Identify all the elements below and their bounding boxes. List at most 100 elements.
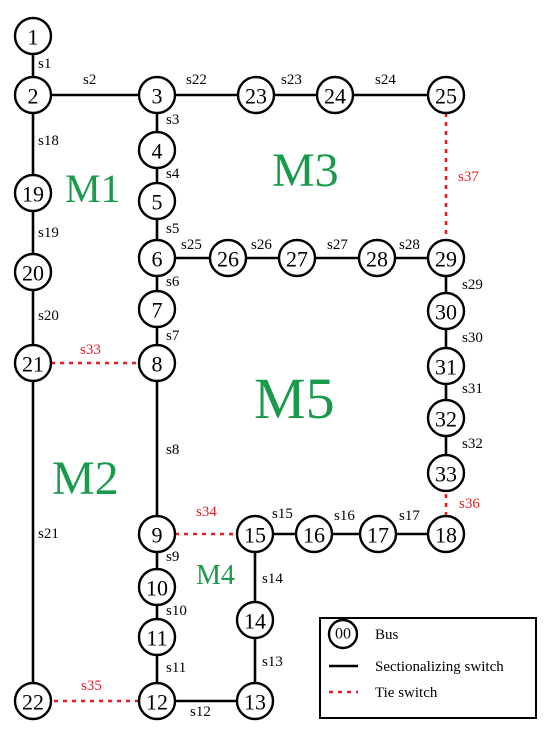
- bus-node-8: 8: [137, 343, 177, 383]
- bus-label: 17: [367, 523, 389, 548]
- bus-label: 30: [435, 300, 457, 325]
- bus-label: 32: [435, 407, 457, 432]
- switch-label-s17: s17: [399, 508, 420, 524]
- bus-circle: [137, 514, 177, 554]
- bus-node-14: 14: [235, 600, 275, 640]
- switch-label-s3: s3: [166, 112, 179, 128]
- bus-circle: [426, 453, 466, 493]
- switch-label-s5: s5: [166, 221, 179, 237]
- bus-node-1: 1: [13, 16, 53, 56]
- legend-bus-symbol: 00: [335, 626, 351, 643]
- bus-circle: [358, 514, 398, 554]
- bus-circle: [208, 238, 248, 278]
- bus-label: 20: [22, 261, 44, 286]
- bus-label: 22: [22, 690, 44, 715]
- bus-circle: [137, 681, 177, 721]
- switch-label-s4: s4: [166, 166, 180, 182]
- legend-bus-icon: 00: [327, 618, 359, 650]
- switch-label-s19: s19: [38, 225, 59, 241]
- switch-label-s34: s34: [196, 504, 217, 520]
- bus-node-28: 28: [357, 238, 397, 278]
- switch-label-s31: s31: [462, 381, 483, 397]
- bus-label: 2: [28, 84, 39, 109]
- bus-node-32: 32: [426, 398, 466, 438]
- bus-node-12: 12: [137, 681, 177, 721]
- bus-label: 11: [146, 626, 167, 651]
- switch-label-s36: s36: [459, 496, 480, 512]
- bus-circle: [13, 252, 53, 292]
- bus-circle: [137, 289, 177, 329]
- bus-circle: [13, 173, 53, 213]
- bus-circle: [315, 75, 355, 115]
- switch-label-s11: s11: [166, 660, 186, 676]
- bus-node-2: 2: [13, 75, 53, 115]
- bus-node-23: 23: [236, 75, 276, 115]
- bus-node-10: 10: [137, 567, 177, 607]
- bus-label: 16: [303, 523, 325, 548]
- bus-label: 29: [435, 247, 457, 272]
- bus-label: 28: [366, 247, 388, 272]
- switch-label-s24: s24: [375, 72, 396, 88]
- bus-circle: [426, 346, 466, 386]
- bus-node-31: 31: [426, 346, 466, 386]
- bus-label: 15: [244, 523, 266, 548]
- switch-label-s15: s15: [272, 506, 293, 522]
- bus-label: 9: [152, 523, 163, 548]
- bus-node-17: 17: [358, 514, 398, 554]
- switch-label-s2: s2: [83, 72, 96, 88]
- switch-label-s29: s29: [462, 277, 483, 293]
- switch-label-s12: s12: [190, 704, 211, 720]
- bus-circle: [357, 238, 397, 278]
- bus-label: 6: [152, 247, 163, 272]
- switch-label-s21: s21: [38, 526, 59, 542]
- bus-circle: [137, 75, 177, 115]
- bus-label: 7: [152, 298, 163, 323]
- bus-label: 19: [22, 182, 44, 207]
- bus-label: 25: [435, 84, 457, 109]
- bus-node-18: 18: [426, 514, 466, 554]
- bus-circle: [137, 617, 177, 657]
- bus-label: 12: [146, 690, 168, 715]
- switch-label-s25: s25: [181, 237, 202, 253]
- bus-circle: [294, 514, 334, 554]
- switch-label-s1: s1: [38, 56, 51, 72]
- bus-label: 27: [286, 247, 308, 272]
- switch-label-s22: s22: [186, 72, 207, 88]
- switch-label-s8: s8: [166, 442, 179, 458]
- bus-node-5: 5: [137, 181, 177, 221]
- bus-node-26: 26: [208, 238, 248, 278]
- bus-node-11: 11: [137, 617, 177, 657]
- region-label-m4: M4: [196, 560, 235, 591]
- bus-label: 8: [152, 352, 163, 377]
- bus-node-27: 27: [277, 238, 317, 278]
- bus-label: 13: [244, 690, 266, 715]
- bus-node-19: 19: [13, 173, 53, 213]
- region-label-m1: M1: [65, 166, 121, 211]
- lines-layer: [31, 36, 448, 703]
- switch-label-s30: s30: [462, 330, 483, 346]
- bus-node-3: 3: [137, 75, 177, 115]
- legend-bus-label: Bus: [375, 627, 399, 643]
- bus-node-21: 21: [13, 343, 53, 383]
- bus-label: 1: [28, 25, 39, 50]
- switch-label-s23: s23: [281, 72, 302, 88]
- bus-node-9: 9: [137, 514, 177, 554]
- bus-label: 18: [435, 523, 457, 548]
- switch-label-s32: s32: [462, 436, 483, 452]
- bus-circle: [137, 238, 177, 278]
- bus-circle: [426, 291, 466, 331]
- switch-label-s28: s28: [399, 237, 420, 253]
- bus-circle: [277, 238, 317, 278]
- bus-circle: [137, 567, 177, 607]
- legend-sectionalizing-label: Sectionalizing switch: [375, 659, 504, 675]
- bus-circle: [426, 398, 466, 438]
- switch-label-s6: s6: [166, 274, 180, 290]
- bus-circle: [426, 238, 466, 278]
- bus-circle: [137, 343, 177, 383]
- bus-circle: [13, 343, 53, 383]
- bus-label: 23: [245, 84, 267, 109]
- legend-tie-label: Tie switch: [375, 685, 438, 701]
